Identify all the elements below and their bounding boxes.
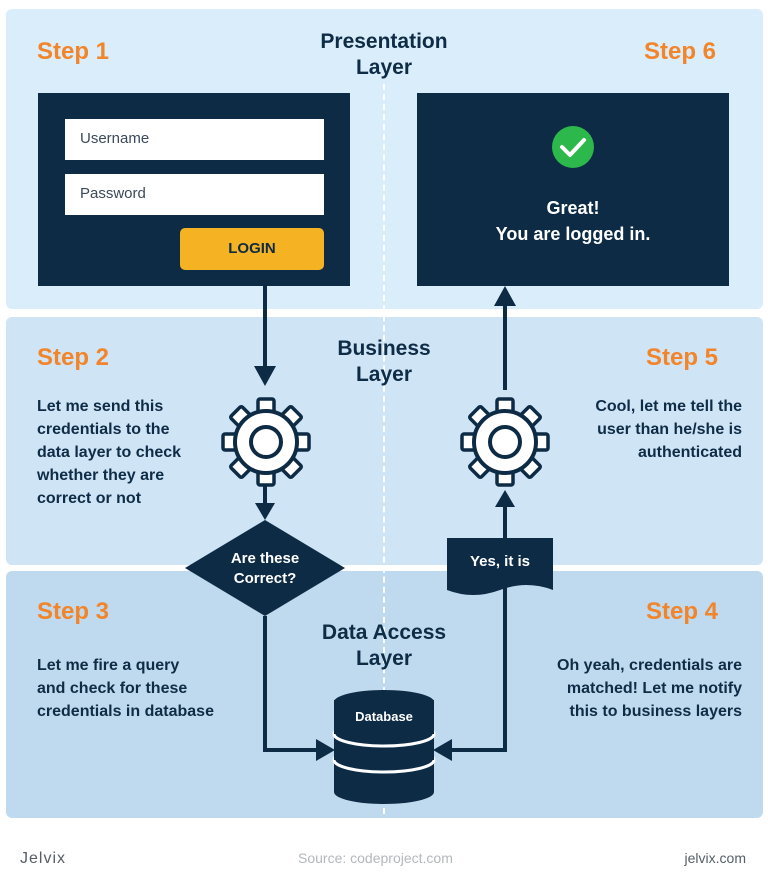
step-4-description: Oh yeah, credentials are matched! Let me… xyxy=(557,654,742,723)
step-2-description: Let me send this credentials to the data… xyxy=(37,395,181,510)
success-line-2: You are logged in. xyxy=(495,224,651,244)
success-line-1: Great! xyxy=(546,198,600,218)
arrow-gear-to-success-icon xyxy=(494,286,516,390)
footer-source: Source: codeproject.com xyxy=(298,850,453,866)
data-access-layer-title: Data Access Layer xyxy=(264,620,504,672)
arrow-decision-to-database-icon xyxy=(263,616,335,761)
step-2-description-line: correct or not xyxy=(37,490,142,507)
data-access-layer-title-line2: Layer xyxy=(355,647,413,670)
step-3-description-line: credentials in database xyxy=(37,703,214,720)
step-3-description-line: Let me fire a query xyxy=(37,657,180,674)
password-placeholder: Password xyxy=(80,185,146,202)
business-layer-title: Business Layer xyxy=(264,336,504,388)
presentation-layer-title-line1: Presentation xyxy=(320,30,448,53)
database-label: Database xyxy=(355,709,413,724)
database-icon xyxy=(332,690,436,804)
step-2-description-line: data layer to check xyxy=(37,444,182,461)
step-3-label: Step 3 xyxy=(37,598,110,625)
check-icon xyxy=(552,126,594,168)
gear-icon xyxy=(460,397,550,487)
step-3-description-line: and check for these xyxy=(37,680,188,697)
step-5-description-line: authenticated xyxy=(637,444,742,461)
decision-label-line1: Are these xyxy=(231,550,299,567)
step-4-description-line: this to business layers xyxy=(569,703,742,720)
decision-label-line2: Correct? xyxy=(234,570,297,587)
step-5-description-line: user than he/she is xyxy=(597,421,742,438)
footer-brand: Jelvix xyxy=(20,850,67,867)
username-field[interactable]: Username xyxy=(65,119,324,160)
login-button[interactable]: LOGIN xyxy=(180,228,324,270)
yes-flag xyxy=(447,538,553,595)
arrow-login-to-gear-icon xyxy=(254,286,276,386)
step-6-label: Step 6 xyxy=(644,38,717,65)
password-field[interactable]: Password xyxy=(65,174,324,215)
center-divider xyxy=(383,84,385,824)
step-5-label: Step 5 xyxy=(646,344,719,371)
arrow-gear-to-decision-icon xyxy=(255,486,275,520)
step-3-description: Let me fire a query and check for these … xyxy=(37,654,214,723)
decision-diamond xyxy=(185,520,345,616)
presentation-layer-title-line2: Layer xyxy=(355,56,413,79)
step-5-description-line: Cool, let me tell the xyxy=(595,398,742,415)
success-message: Great! You are logged in. xyxy=(417,195,729,247)
arrow-flag-to-gear-icon xyxy=(495,490,515,538)
flag-label: Yes, it is xyxy=(470,553,530,570)
footer-site[interactable]: jelvix.com xyxy=(684,850,746,866)
step-2-description-line: credentials to the xyxy=(37,421,170,438)
arrow-database-to-flag-icon xyxy=(433,582,507,761)
business-layer-title-line1: Business xyxy=(337,337,431,360)
step-2-description-line: whether they are xyxy=(37,467,165,484)
step-4-description-line: Oh yeah, credentials are xyxy=(557,657,742,674)
data-access-layer-title-line1: Data Access xyxy=(321,621,447,644)
success-panel xyxy=(417,93,729,286)
gear-icon xyxy=(221,397,311,487)
presentation-layer-title: Presentation Layer xyxy=(264,29,504,81)
business-layer-title-line2: Layer xyxy=(355,363,413,386)
step-4-description-line: matched! Let me notify xyxy=(566,680,742,697)
step-5-description: Cool, let me tell the user than he/she i… xyxy=(595,395,742,464)
step-2-description-line: Let me send this xyxy=(37,398,164,415)
username-placeholder: Username xyxy=(80,130,150,147)
step-1-label: Step 1 xyxy=(37,38,110,65)
step-2-label: Step 2 xyxy=(37,344,110,371)
step-4-label: Step 4 xyxy=(646,598,719,625)
